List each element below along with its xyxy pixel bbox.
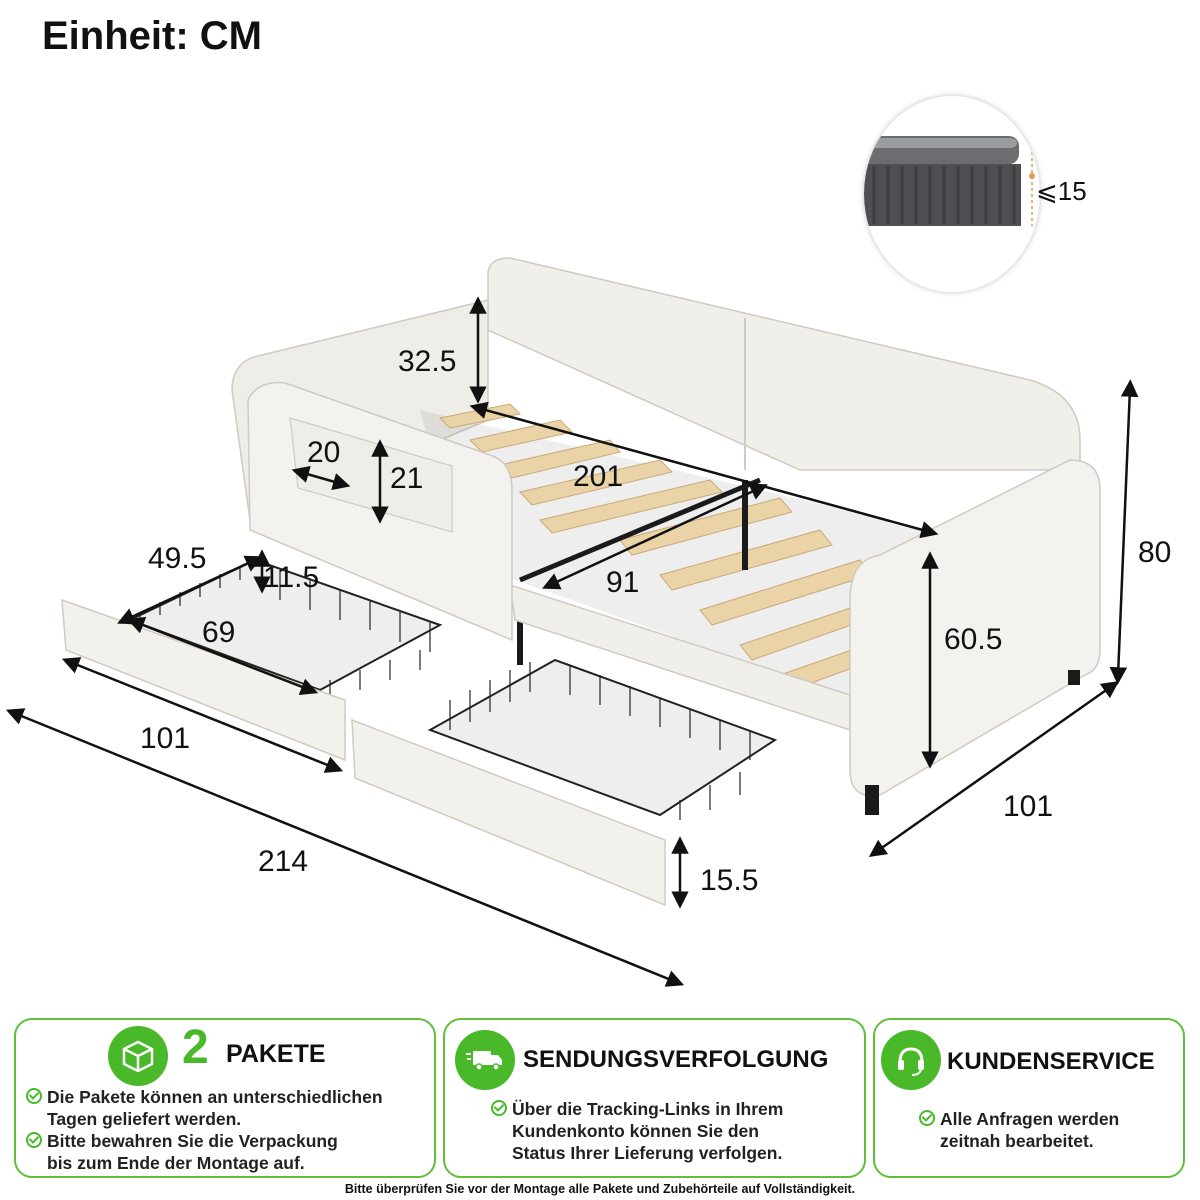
- footer-note: Bitte überprüfen Sie vor der Montage all…: [344, 1182, 856, 1196]
- bullet-line-text: Kundenkonto können Sie den: [512, 1121, 759, 1141]
- packages-number: 2: [182, 1021, 209, 1074]
- dim-bed-length: 201: [573, 460, 624, 493]
- bullet-item: Die Pakete können an unterschiedlichen T…: [26, 1086, 383, 1130]
- mattress-icon: [864, 134, 1035, 226]
- dim-pocket-height: 21: [390, 462, 424, 495]
- bullet-line-text: zeitnah bearbeitet.: [940, 1131, 1094, 1151]
- tracking-bullets: Über die Tracking-Links in Ihrem Kundenk…: [491, 1098, 783, 1164]
- check-circle-icon: [26, 1132, 42, 1148]
- packages-bullets: Die Pakete können an unterschiedlichen T…: [26, 1086, 383, 1174]
- dim-total-depth: 101: [1003, 790, 1054, 823]
- dim-drawer-length: 69: [202, 616, 236, 649]
- bullet-line-text: Alle Anfragen werden: [940, 1109, 1120, 1129]
- bullet-line-text: Die Pakete können an unterschiedlichen: [47, 1087, 383, 1107]
- unit-title: Einheit: CM: [42, 14, 262, 58]
- bullet-line-text: Über die Tracking-Links in Ihrem: [512, 1099, 784, 1119]
- check-circle-icon: [26, 1088, 42, 1104]
- dim-drawer-height: 15.5: [700, 864, 759, 897]
- panel-packages: 2 PAKETE Die Pakete können an unterschie…: [14, 1018, 436, 1178]
- dim-bed-width: 91: [606, 566, 640, 599]
- truck-icon: [455, 1030, 515, 1090]
- drawer-left: [61, 558, 443, 762]
- mattress-detail: [864, 96, 1040, 292]
- dim-mattress-max: ⩽15: [1036, 176, 1087, 206]
- dim-total-height: 80: [1138, 536, 1172, 569]
- backrest: [487, 257, 1081, 471]
- headset-icon: [881, 1030, 941, 1090]
- daybed-illustration: [5, 257, 1139, 987]
- bullet-line-text: Tagen geliefert werden.: [47, 1109, 242, 1129]
- box-icon: [108, 1026, 168, 1086]
- bullet-item: Alle Anfragen werden zeitnah bearbeitet.: [919, 1108, 1119, 1152]
- check-circle-icon: [491, 1100, 507, 1116]
- service-title: KUNDENSERVICE: [947, 1048, 1155, 1075]
- dim-drawer-width: 49.5: [148, 542, 207, 575]
- dim-total-length: 214: [258, 845, 309, 878]
- bullet-item: Bitte bewahren Sie die Verpackung bis zu…: [26, 1130, 383, 1174]
- dim-armrest-height: 32.5: [398, 345, 457, 378]
- tracking-title: SENDUNGSVERFOLGUNG: [523, 1046, 829, 1073]
- dim-drawer-outer: 101: [140, 722, 191, 755]
- panel-service: KUNDENSERVICE Alle Anfragen werden zeitn…: [873, 1018, 1185, 1178]
- dim-pocket-width: 20: [307, 436, 341, 469]
- packages-title: PAKETE: [226, 1040, 326, 1068]
- check-circle-icon: [919, 1110, 935, 1126]
- dim-side-height: 60.5: [944, 623, 1003, 656]
- bullet-line-text: Status Ihrer Lieferung verfolgen.: [512, 1143, 783, 1163]
- service-bullets: Alle Anfragen werden zeitnah bearbeitet.: [919, 1108, 1119, 1152]
- bullet-line-text: bis zum Ende der Montage auf.: [47, 1153, 305, 1173]
- bullet-line-text: Bitte bewahren Sie die Verpackung: [47, 1131, 338, 1151]
- dimension-lines: [5, 296, 1139, 987]
- dim-drawer-depth: 11.5: [263, 561, 320, 594]
- panel-tracking: SENDUNGSVERFOLGUNG Über die Tracking-Lin…: [443, 1018, 866, 1178]
- bullet-item: Über die Tracking-Links in Ihrem Kundenk…: [491, 1098, 783, 1164]
